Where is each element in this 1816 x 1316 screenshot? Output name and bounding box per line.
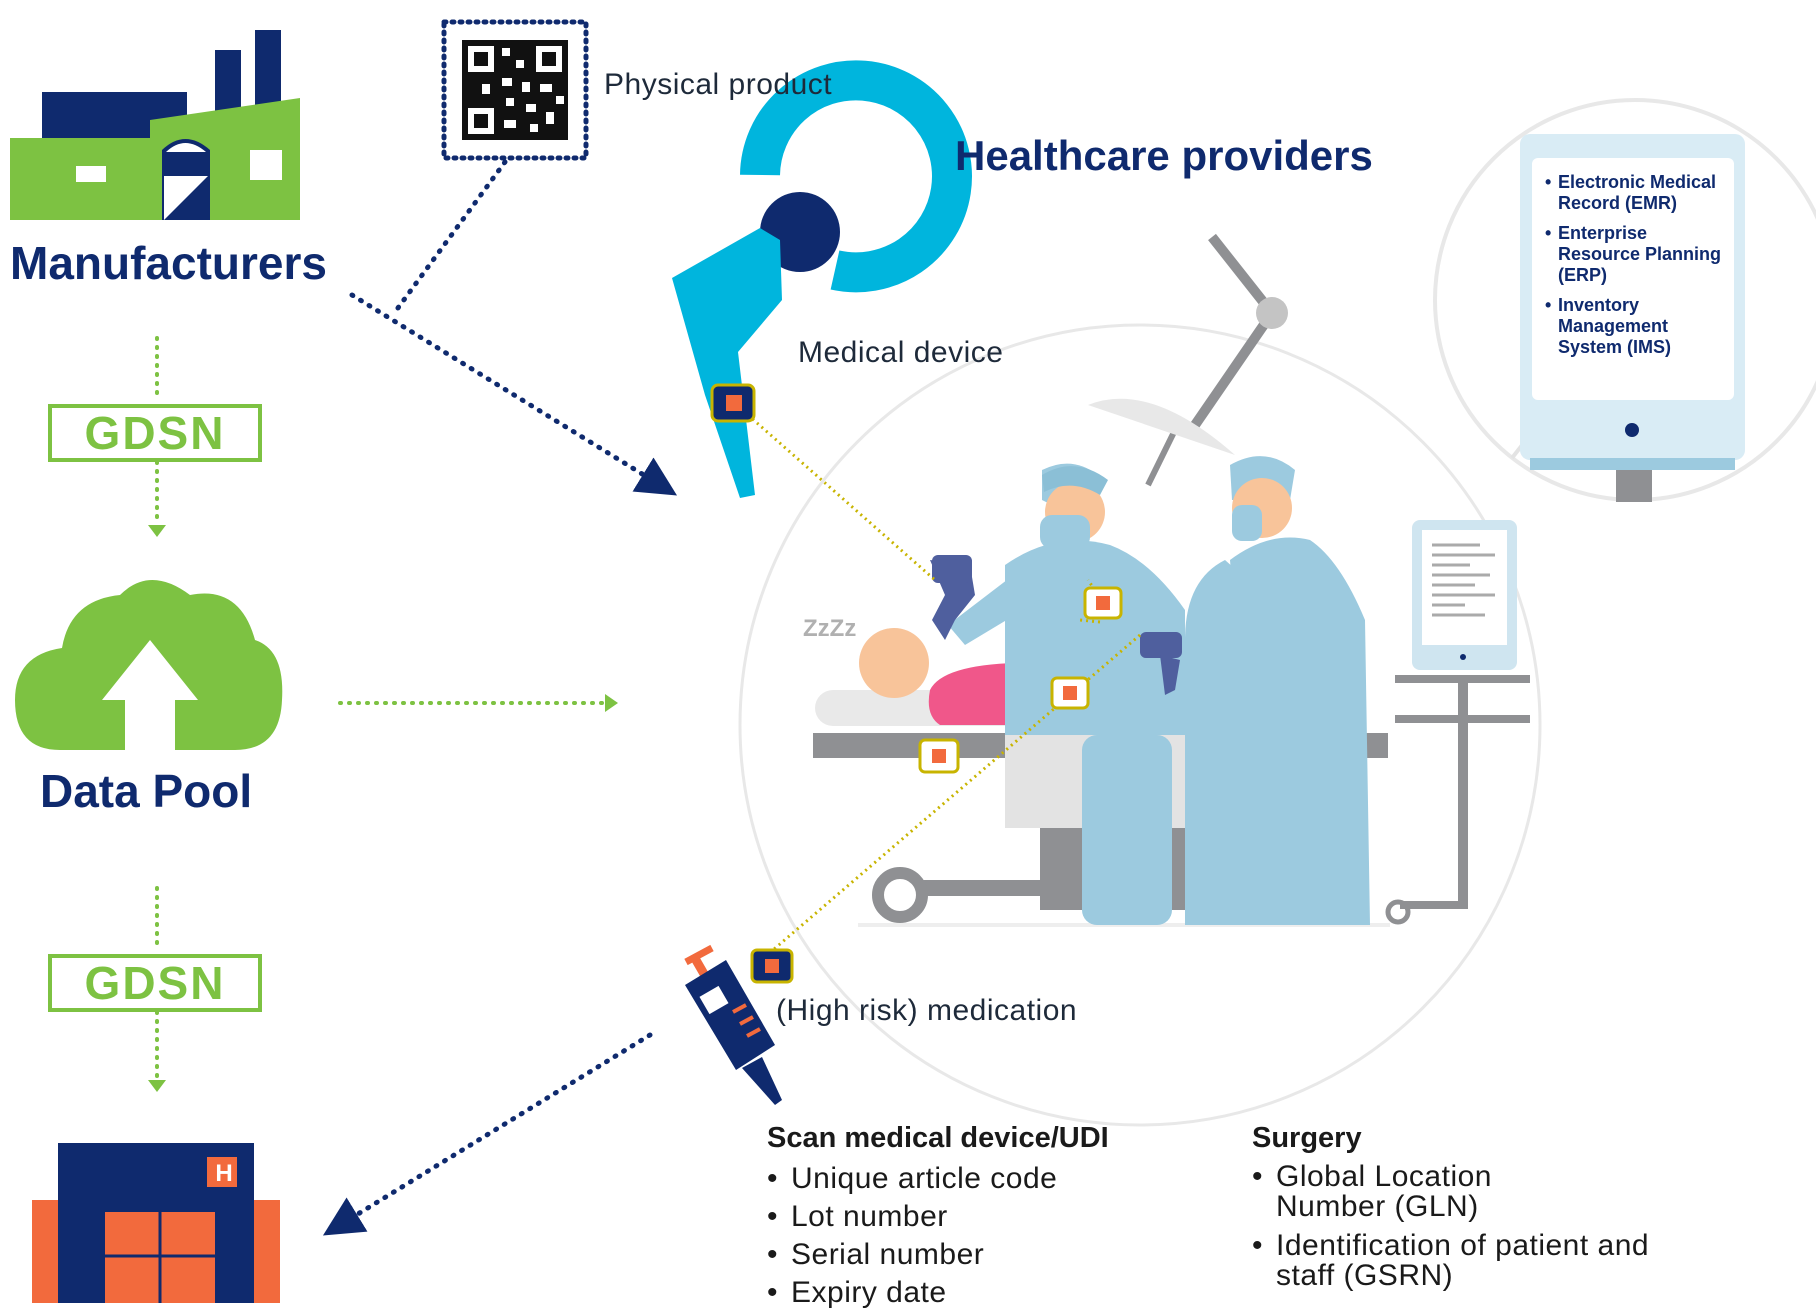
gdsn-badge-bottom: GDSN <box>48 954 262 1012</box>
navy-dotted-connectors <box>322 159 678 1236</box>
systems-list: Electronic Medical Record (EMR) Enterpri… <box>1545 172 1725 367</box>
green-dotted-connectors <box>155 336 607 1082</box>
list-item: Unique article code <box>767 1160 1167 1198</box>
list-item: Identification of patient and staff (GSR… <box>1252 1231 1666 1291</box>
arrow-down-icon <box>148 525 166 537</box>
surgical-lamp-icon <box>1088 233 1288 487</box>
tag-icon <box>918 738 960 774</box>
scan-list: Unique article code Lot number Serial nu… <box>767 1160 1167 1312</box>
hospital-icon <box>32 1143 280 1303</box>
system-emr: Electronic Medical Record (EMR) <box>1545 172 1725 214</box>
arrow-right-icon <box>605 694 618 712</box>
tag-icon <box>710 383 756 423</box>
surgeon-left-icon <box>948 463 1185 925</box>
syringe-icon <box>684 944 782 1105</box>
surgery-list: Global Location Number (GLN) Identificat… <box>1252 1162 1649 1300</box>
surgery-heading: Surgery <box>1252 1122 1362 1154</box>
tag-icon <box>1050 676 1090 710</box>
monitor-stand-icon <box>1385 388 1567 925</box>
hip-implant-icon <box>672 60 972 498</box>
tag-icon <box>1083 586 1123 620</box>
scene-circle <box>738 323 1542 1127</box>
hospital-sign-text: H <box>215 1160 232 1187</box>
qr-code-icon <box>441 19 589 161</box>
cloud-upload-icon <box>15 580 283 750</box>
sleep-text: ZzZz <box>803 615 856 642</box>
barcode-scanner-icon <box>1140 632 1182 695</box>
healthcare-providers-title: Healthcare providers <box>955 132 1373 179</box>
arrow-down-icon <box>148 1080 166 1092</box>
list-item: Lot number <box>767 1198 1167 1236</box>
data-pool-label: Data Pool <box>40 765 253 817</box>
gdsn-badge-top: GDSN <box>48 404 262 462</box>
list-item: Serial number <box>767 1236 1167 1274</box>
factory-icon <box>10 30 300 220</box>
medical-device-label: Medical device <box>798 336 1004 369</box>
system-erp: Enterprise Resource Planning (ERP) <box>1545 223 1725 286</box>
list-item: Global Location Number (GLN) <box>1252 1162 1546 1222</box>
medication-label: (High risk) medication <box>776 994 1078 1027</box>
list-item: Expiry date <box>767 1274 1167 1312</box>
physical-product-label: Physical product <box>604 68 833 101</box>
barcode-scanner-icon <box>930 555 975 640</box>
surgeon-right-icon <box>1175 456 1370 925</box>
tag-icon <box>750 948 794 984</box>
system-ims: Inventory Management System (IMS) <box>1545 295 1725 358</box>
scan-heading: Scan medical device/UDI <box>767 1122 1109 1154</box>
manufacturers-label: Manufacturers <box>10 237 327 289</box>
